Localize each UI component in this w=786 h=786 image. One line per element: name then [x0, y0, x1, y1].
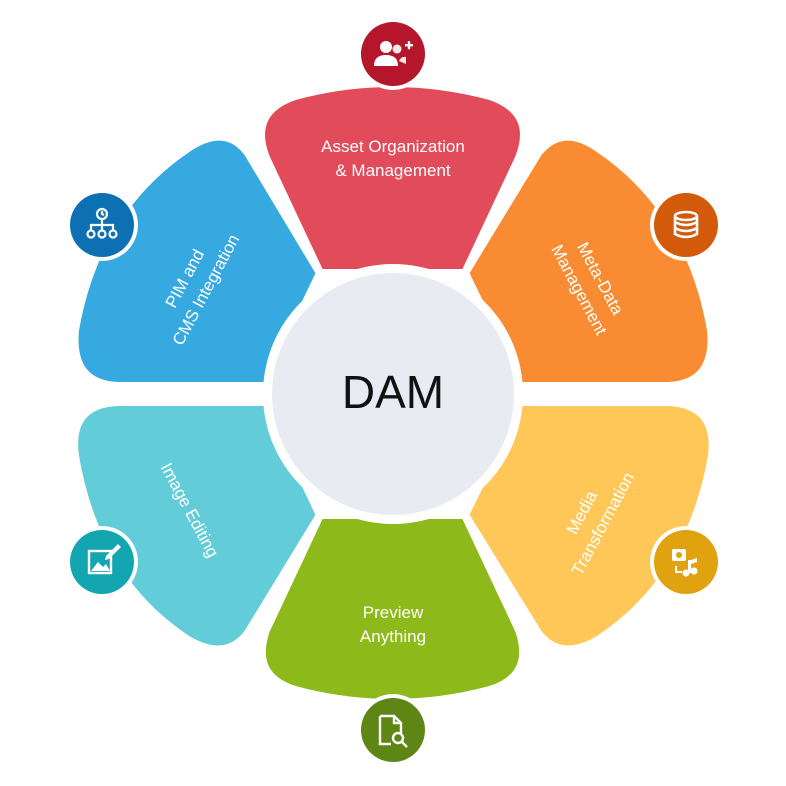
badge-image	[66, 526, 138, 598]
hub-label: DAM	[342, 366, 444, 418]
image-edit-icon	[87, 544, 121, 575]
hierarchy-icon	[86, 207, 118, 239]
label-asset-line1: Asset Organization	[321, 137, 465, 156]
label-preview-line1: Preview	[363, 603, 424, 622]
file-search-icon	[378, 714, 408, 748]
database-icon	[673, 210, 699, 239]
badge-asset	[357, 18, 429, 90]
label-asset-line2: & Management	[335, 161, 451, 180]
media-convert-icon	[672, 549, 698, 577]
badge-preview	[357, 694, 429, 766]
hub-circle	[272, 273, 514, 515]
add-user-icon	[374, 41, 413, 66]
badge-media	[650, 526, 722, 598]
badge-pim	[66, 189, 138, 261]
label-preview-line2: Anything	[360, 627, 426, 646]
badge-meta	[650, 189, 722, 261]
